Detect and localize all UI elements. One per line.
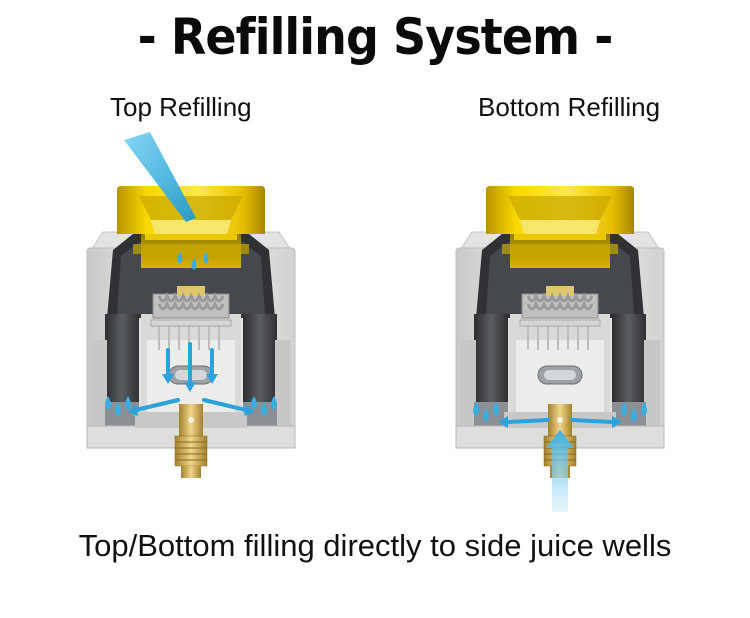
bottom-flow-arrowheads	[498, 416, 622, 428]
figure-caption: Top/Bottom filling directly to side juic…	[78, 528, 672, 563]
top-side-well-droplets	[105, 396, 277, 416]
page-title: - Refilling System -	[137, 8, 614, 66]
top-refilling-atomizer	[85, 184, 297, 480]
top-refilling-label: Top Refilling	[110, 92, 252, 122]
top-flow-arrows	[134, 342, 248, 412]
bottom-side-well-droplets	[473, 402, 647, 422]
bottom-refilling-label: Bottom Refilling	[478, 92, 661, 122]
top-flow-arrowheads	[128, 374, 254, 416]
bottom-flow-arrows	[506, 418, 614, 424]
top-refill-droplets	[177, 252, 209, 270]
top-juice-beam	[124, 132, 196, 222]
bottom-juice-beam	[546, 430, 574, 512]
